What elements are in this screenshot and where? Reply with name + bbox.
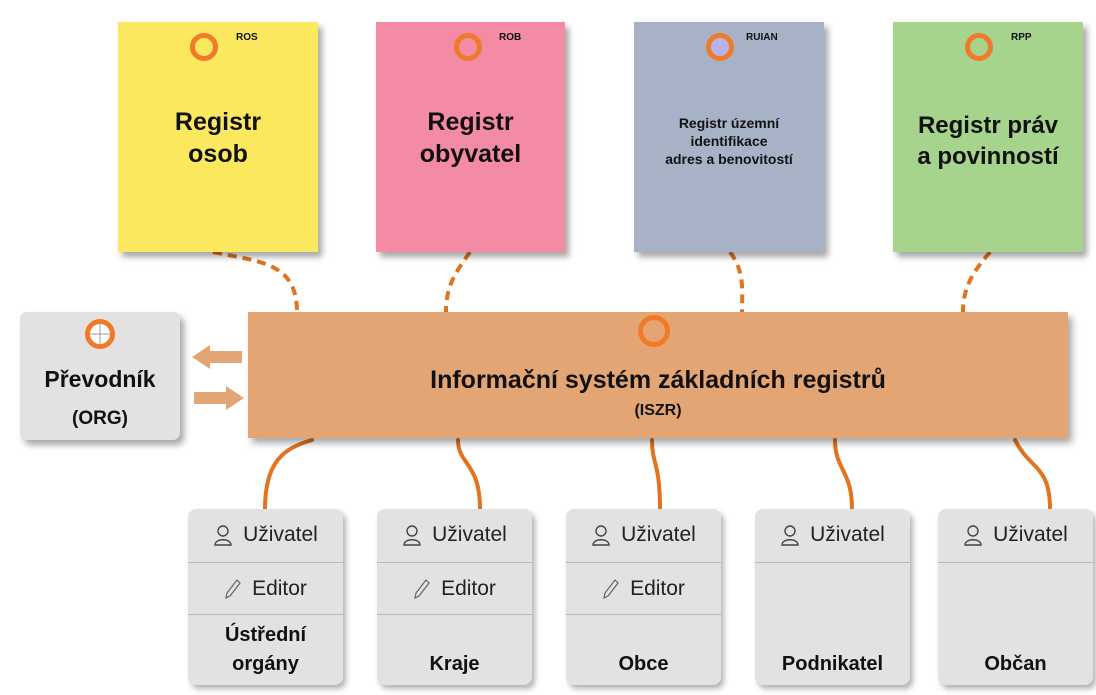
connector-ustredni	[263, 438, 314, 511]
user-icon	[592, 525, 610, 546]
converter-box: Převodník (ORG)	[20, 312, 180, 440]
user-label: Uživatel	[432, 523, 507, 546]
ring-icon	[190, 33, 218, 61]
ring-icon	[638, 315, 670, 347]
consumer-name: Obce	[618, 653, 669, 675]
divider	[377, 614, 532, 615]
user-label: Uživatel	[243, 523, 318, 546]
register-code: RUIAN	[746, 32, 778, 43]
user-row: Uživatel	[938, 509, 1093, 561]
user-row: Uživatel	[755, 509, 910, 561]
iszr-abbr: (ISZR)	[634, 402, 682, 419]
user-label: Uživatel	[993, 523, 1068, 546]
register-rob: ROB Registr obyvatel	[376, 22, 565, 252]
converter-abbr: (ORG)	[72, 408, 128, 429]
user-icon	[964, 525, 982, 546]
register-code: RPP	[1011, 32, 1032, 43]
consumer-name: Občan	[984, 653, 1047, 675]
editor-row: Editor	[566, 563, 721, 615]
register-rpp: RPP Registr práv a povinností	[893, 22, 1083, 252]
register-title: Registr práv a povinností	[917, 112, 1059, 170]
divider	[566, 614, 721, 615]
register-ruian: RUIAN Registr územní identifikace adres …	[634, 22, 824, 252]
user-row: Uživatel	[188, 509, 343, 561]
connector-obce	[650, 438, 662, 511]
consumer-card-obce: Uživatel Editor Obce	[566, 509, 721, 685]
editor-label: Editor	[441, 577, 496, 600]
iszr-box: Informační systém základních registrů (I…	[248, 312, 1068, 438]
user-icon	[214, 525, 232, 546]
connector-obcan	[1013, 438, 1052, 511]
divider	[188, 614, 343, 615]
consumer-card-obcan: Uživatel Občan	[938, 509, 1093, 685]
ring-icon	[706, 33, 734, 61]
divider	[938, 562, 1093, 563]
connector-rob	[444, 250, 472, 313]
editor-row: Editor	[377, 563, 532, 615]
register-code: ROS	[236, 32, 258, 43]
divider	[566, 562, 721, 563]
register-title: Registr obyvatel	[419, 108, 522, 168]
register-code: ROB	[499, 32, 522, 43]
connector-podnikatel	[833, 438, 854, 511]
user-label: Uživatel	[810, 523, 885, 546]
user-label: Uživatel	[621, 523, 696, 546]
pencil-icon	[225, 579, 241, 600]
pencil-icon	[603, 579, 619, 600]
arrow-icon	[192, 345, 242, 369]
pencil-icon	[414, 579, 430, 600]
divider	[755, 562, 910, 563]
user-row: Uživatel	[377, 509, 532, 561]
register-title: Registr osob	[174, 108, 262, 168]
ring-icon	[965, 33, 993, 61]
consumer-card-ustredni-organy: Uživatel Editor Ústřední orgány	[188, 509, 343, 685]
iszr-title: Informační systém základních registrů	[430, 366, 886, 394]
arrow-icon	[194, 386, 244, 410]
connector-kraje	[456, 438, 482, 511]
converter-title: Převodník	[44, 366, 156, 392]
consumer-card-kraje: Uživatel Editor Kraje	[377, 509, 532, 685]
consumer-name: Ústřední orgány	[224, 624, 307, 675]
editor-row: Editor	[188, 563, 343, 615]
editor-label: Editor	[630, 577, 685, 600]
crosshair-icon	[85, 319, 115, 349]
register-title: Registr územní identifikace adres a beno…	[665, 115, 793, 167]
divider	[377, 562, 532, 563]
consumer-name: Kraje	[429, 653, 480, 675]
divider	[188, 562, 343, 563]
user-icon	[781, 525, 799, 546]
connector-rpp	[961, 250, 992, 313]
register-ros: ROS Registr osob	[118, 22, 318, 252]
consumer-card-podnikatel: Uživatel Podnikatel	[755, 509, 910, 685]
consumer-name: Podnikatel	[781, 653, 884, 675]
connector-ros	[212, 250, 299, 313]
editor-label: Editor	[252, 577, 307, 600]
user-row: Uživatel	[566, 509, 721, 561]
user-icon	[403, 525, 421, 546]
ring-icon	[454, 33, 482, 61]
connector-ruian	[728, 250, 745, 313]
